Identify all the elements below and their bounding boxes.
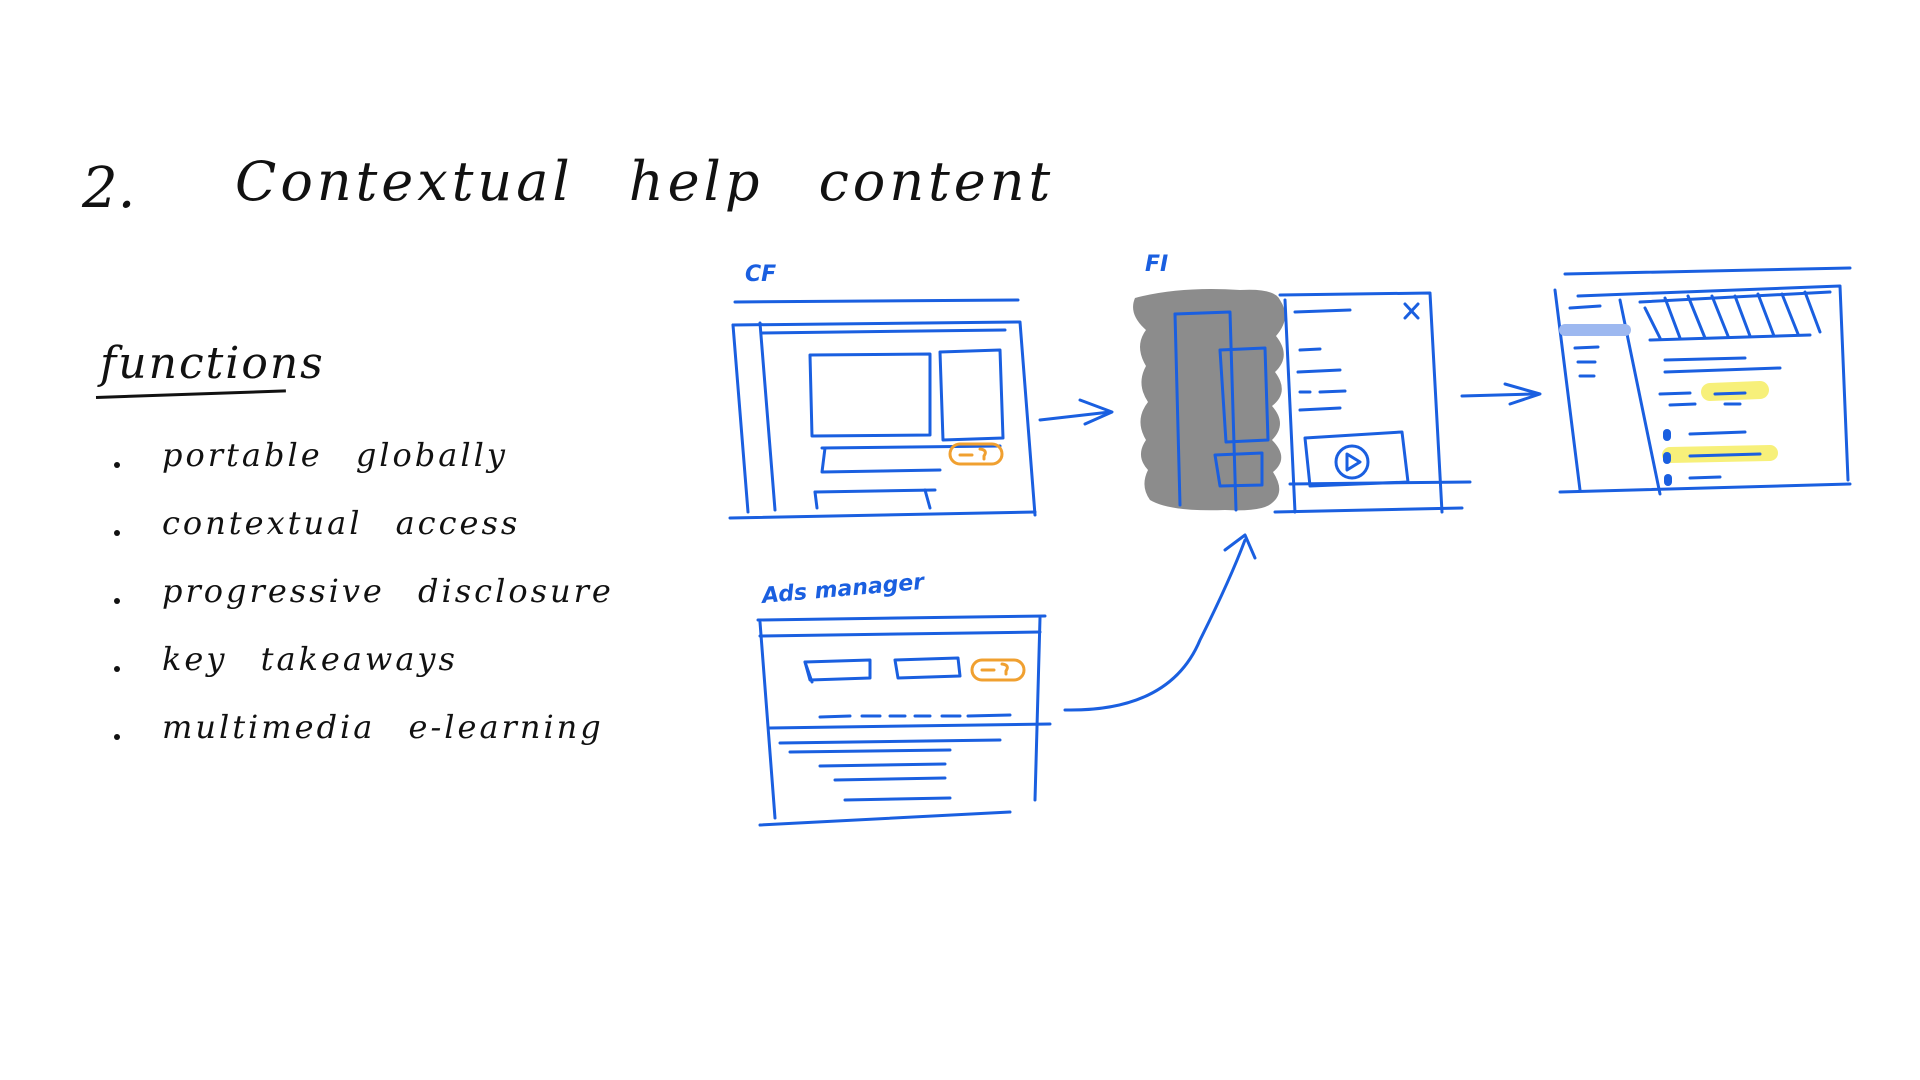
- bullet-dot-icon: [114, 598, 120, 604]
- functions-title: functions: [100, 338, 325, 389]
- functions-underline: [95, 389, 286, 399]
- list-item-label: multimedia e-learning: [162, 708, 604, 746]
- fi-wireframe: [1133, 289, 1472, 514]
- fi-sketch-label: FI: [1145, 252, 1169, 277]
- bullet-dot-icon: [114, 462, 120, 468]
- list-item-label: key takeaways: [162, 640, 458, 678]
- arrow-icon: [1460, 382, 1542, 406]
- play-icon: [1334, 444, 1370, 480]
- ads-manager-sketch-label: Ads manager: [760, 569, 926, 609]
- list-item-label: contextual access: [162, 504, 521, 542]
- arrow-icon: [1063, 533, 1257, 712]
- bullet-dot-icon: [114, 734, 120, 740]
- list-item-label: progressive disclosure: [162, 572, 614, 610]
- close-icon: [1403, 302, 1420, 320]
- page-title: Contextual help content: [235, 150, 1055, 213]
- ads-manager-wireframe: [756, 614, 1052, 827]
- gray-overlay: [1133, 289, 1286, 511]
- list-item-label: portable globally: [162, 436, 508, 474]
- help-pill-icon: [948, 442, 1004, 466]
- bullet-dot-icon: [114, 666, 120, 672]
- help-pill-icon: [970, 658, 1026, 682]
- bullet-dot-icon: [114, 530, 120, 536]
- heading-number: 2.: [82, 156, 136, 221]
- cf-wireframe: [728, 298, 1037, 520]
- arrow-icon: [1038, 398, 1114, 426]
- cf-sketch-label: CF: [745, 262, 777, 287]
- detail-wireframe: [1553, 266, 1852, 496]
